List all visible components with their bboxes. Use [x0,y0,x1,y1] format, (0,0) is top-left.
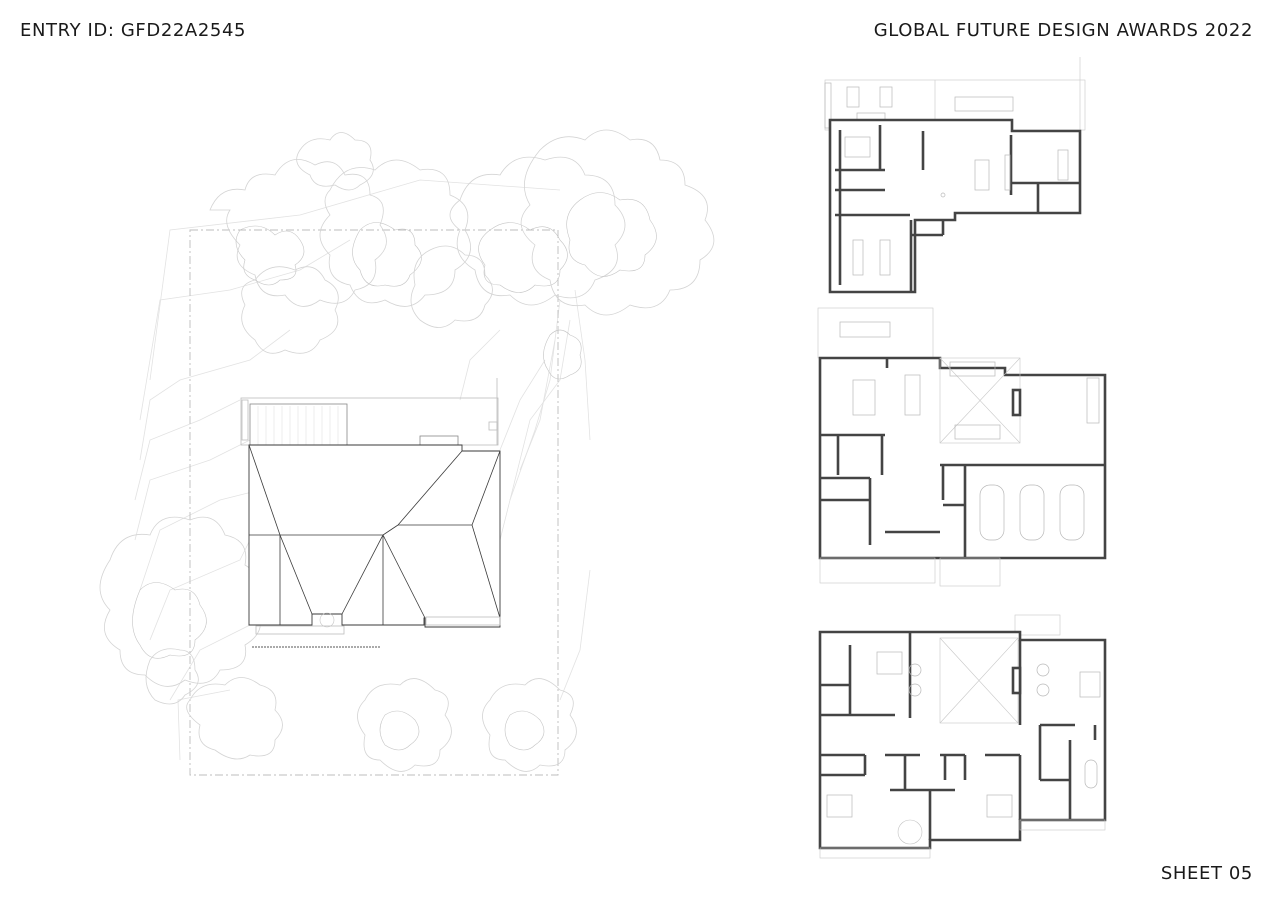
rear-deck [240,378,499,446]
garage-cars [979,484,1085,541]
floor-plan-ground-level [817,307,1107,587]
tree-canopy-south [357,678,577,772]
entry-id-label: ENTRY ID: GFD22A2545 [20,20,247,41]
planters [252,612,501,648]
floor-plan-upper-level [818,614,1107,859]
sheet-number: SHEET 05 [1160,863,1253,884]
award-title: GLOBAL FUTURE DESIGN AWARDS 2022 [873,20,1253,41]
property-boundary [189,229,559,776]
site-plan [99,129,715,776]
hipped-roof [248,444,501,628]
tree-canopy-north [209,129,715,380]
floor-plan-lower-level [824,57,1086,294]
tree-canopy-southwest [99,516,283,760]
